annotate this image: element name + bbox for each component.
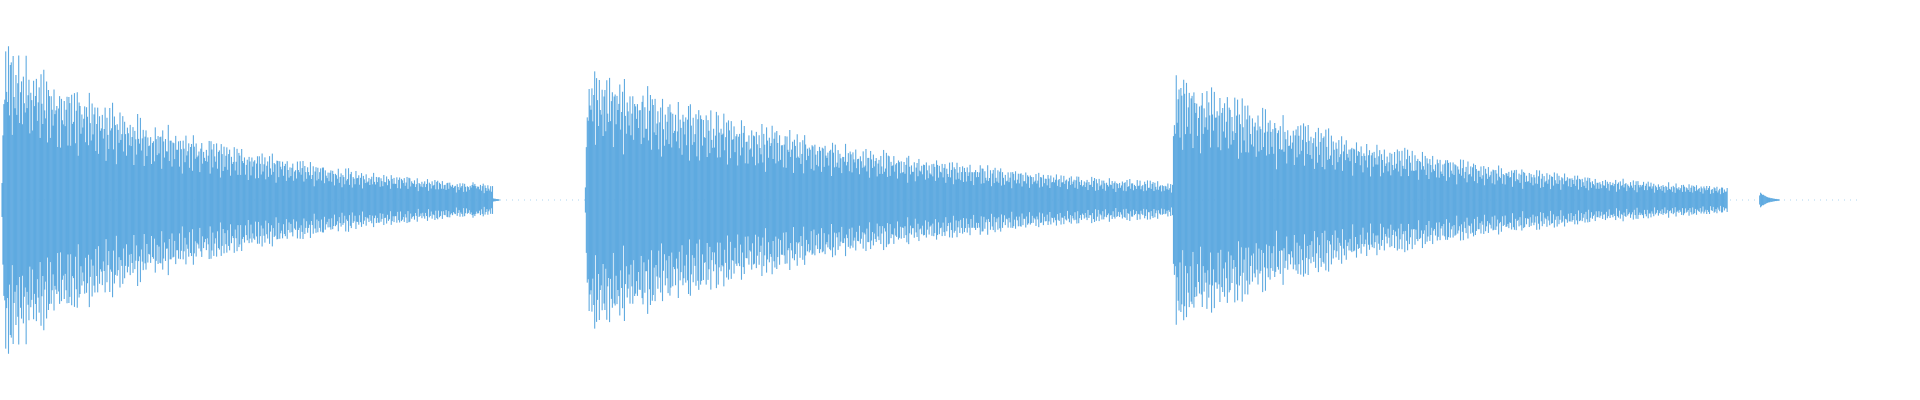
waveform-bars xyxy=(1,46,1860,354)
